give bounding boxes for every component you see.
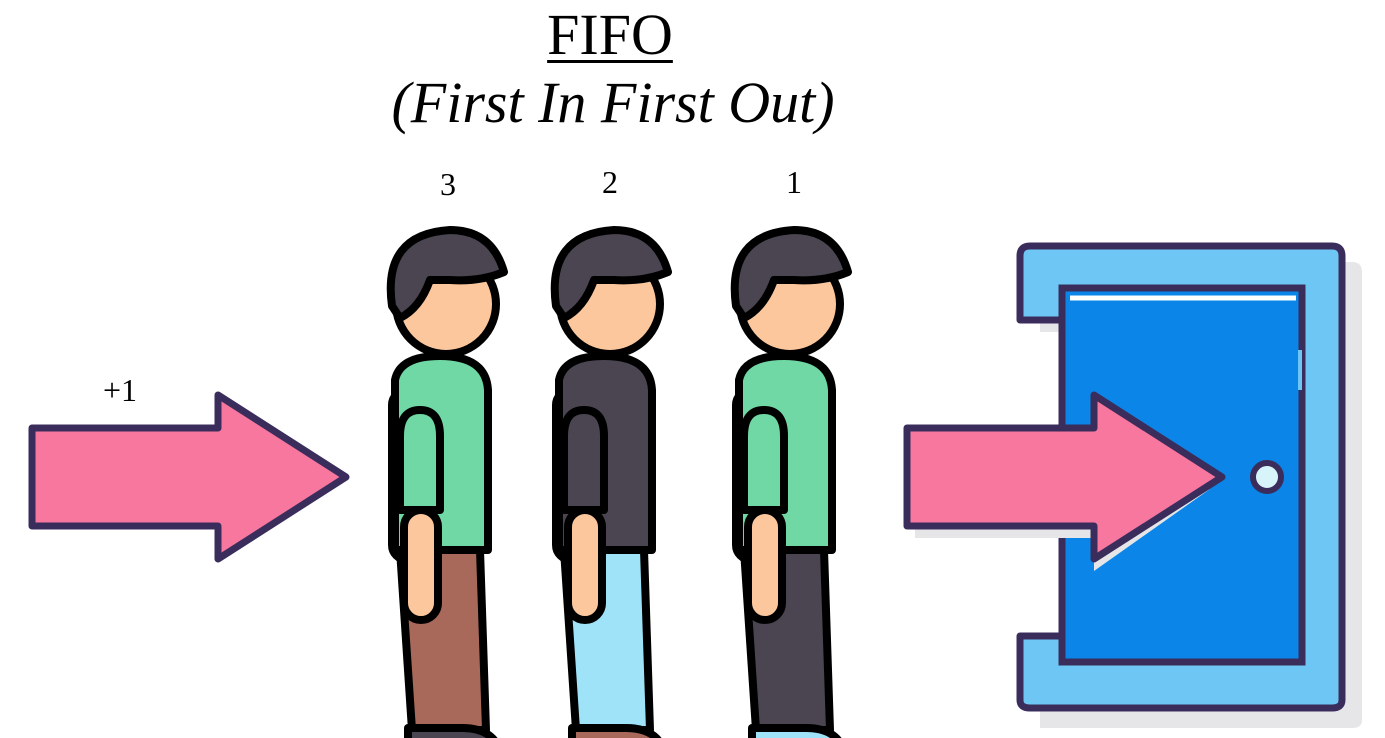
queue-position-label-3: 3 bbox=[440, 166, 456, 202]
enqueue-label: +1 bbox=[102, 372, 138, 408]
diagram-subtitle: (First In First Out) bbox=[391, 70, 835, 135]
queue-position-label-2: 2 bbox=[602, 164, 618, 200]
person-icon-1 bbox=[735, 230, 848, 738]
queue-position-label-1: 1 bbox=[786, 164, 802, 200]
person-icon-2 bbox=[555, 230, 668, 738]
person-icon-3 bbox=[391, 230, 504, 738]
diagram-title: FIFO bbox=[547, 2, 673, 67]
